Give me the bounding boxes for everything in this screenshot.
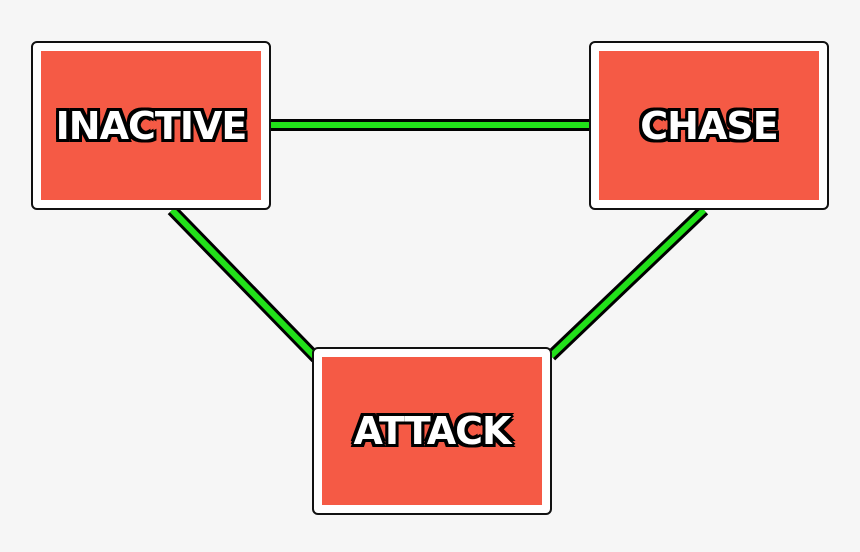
- edge-chase-attack: [546, 205, 709, 361]
- state-label-chase: CHASE: [639, 103, 779, 149]
- state-node-inactive-fill: INACTIVE: [41, 51, 261, 200]
- state-node-inactive: INACTIVE: [31, 41, 271, 210]
- state-label-inactive: INACTIVE: [55, 103, 249, 149]
- state-node-chase-fill: CHASE: [599, 51, 819, 200]
- state-node-attack: ATTACK: [312, 347, 552, 515]
- state-node-chase: CHASE: [589, 41, 829, 210]
- state-label-attack: ATTACK: [353, 408, 513, 454]
- state-node-attack-fill: ATTACK: [322, 357, 542, 505]
- edge-inactive-attack: [167, 205, 321, 363]
